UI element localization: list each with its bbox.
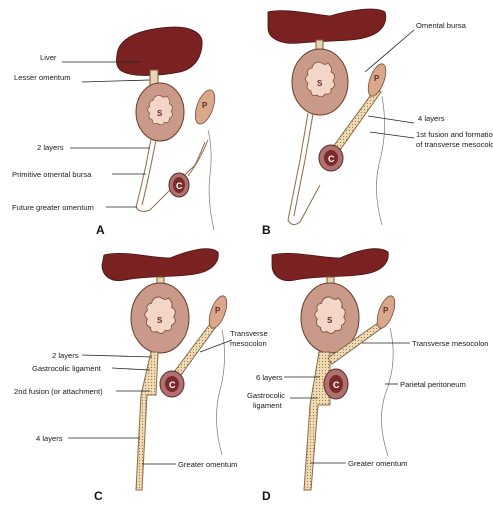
stomach-label-b: S: [317, 79, 323, 88]
greater-omentum-d: [303, 351, 331, 491]
panel-letter-a: A: [96, 223, 105, 237]
label-first-fusion-1: 1st fusion and formation: [416, 130, 493, 139]
colon-label-c: C: [169, 380, 176, 390]
pancreas-label-b: P: [374, 74, 380, 83]
stomach-label-d: S: [327, 316, 333, 325]
label-first-fusion-2: of transverse mesocolon: [416, 140, 493, 149]
label-six-layers: 6 layers: [256, 373, 283, 382]
colon-label: C: [176, 181, 183, 191]
label-four-layers-c: 4 layers: [36, 434, 63, 443]
liver-shape-d: [271, 248, 389, 282]
label-parietal: Parietal peritoneum: [400, 380, 466, 389]
label-omental-bursa: Omental bursa: [416, 21, 467, 30]
label-gastrocolic-d-1: Gastrocolic: [247, 391, 285, 400]
label-four-layers-b: 4 layers: [418, 114, 445, 123]
pancreas-b: [367, 63, 387, 97]
label-transverse-c-2: mesocolon: [230, 339, 267, 348]
stomach-label: S: [157, 109, 163, 118]
panel-letter-b: B: [262, 223, 271, 237]
panel-letter-c: C: [94, 489, 103, 503]
pancreas-c: [208, 295, 228, 329]
label-greater-omentum-c: Greater omentum: [178, 460, 238, 469]
label-liver: Liver: [40, 53, 57, 62]
label-transverse-d: Transverse mesocolon: [412, 339, 489, 348]
panel-d: S P C Transverse mesocolon 6 layers Pari…: [247, 248, 489, 503]
panel-c: S P C Transverse mesocolon 2 layers Gast…: [14, 248, 268, 503]
label-future-omentum: Future greater omentum: [12, 203, 94, 212]
liver-shape-c: [101, 248, 219, 282]
label-primitive-bursa: Primitive omental bursa: [12, 170, 92, 179]
panel-a: S P C Liver Lesser omentum 2 layers Prim…: [12, 26, 216, 237]
stomach-label-c: S: [157, 316, 163, 325]
label-two-layers: 2 layers: [37, 143, 64, 152]
colon-label-b: C: [328, 154, 335, 164]
liver-shape: [116, 26, 203, 76]
pancreas-label-d: P: [383, 306, 389, 315]
greater-omentum-c: [135, 351, 159, 491]
label-transverse-c-1: Transverse: [230, 329, 268, 338]
liver-shape-b: [267, 8, 387, 44]
label-gastrocolic-d-2: ligament: [253, 401, 283, 410]
colon-label-d: C: [333, 380, 340, 390]
panel-b: S P C Omental bursa 4 layers 1st fusion …: [262, 8, 493, 237]
primitive-bursa-loop: [135, 138, 206, 212]
pancreas-shape: [194, 89, 216, 125]
label-second-fusion: 2nd fusion (or attachment): [14, 387, 103, 396]
pancreas-label: P: [202, 101, 208, 110]
label-gastrocolic-c: Gastrocolic ligament: [32, 364, 102, 373]
pancreas-d: [376, 295, 396, 329]
label-lesser-omentum: Lesser omentum: [14, 73, 71, 82]
pancreas-label-c: P: [215, 306, 221, 315]
label-two-layers-c: 2 layers: [52, 351, 79, 360]
panel-letter-d: D: [262, 489, 271, 503]
label-greater-omentum-d: Greater omentum: [348, 459, 408, 468]
